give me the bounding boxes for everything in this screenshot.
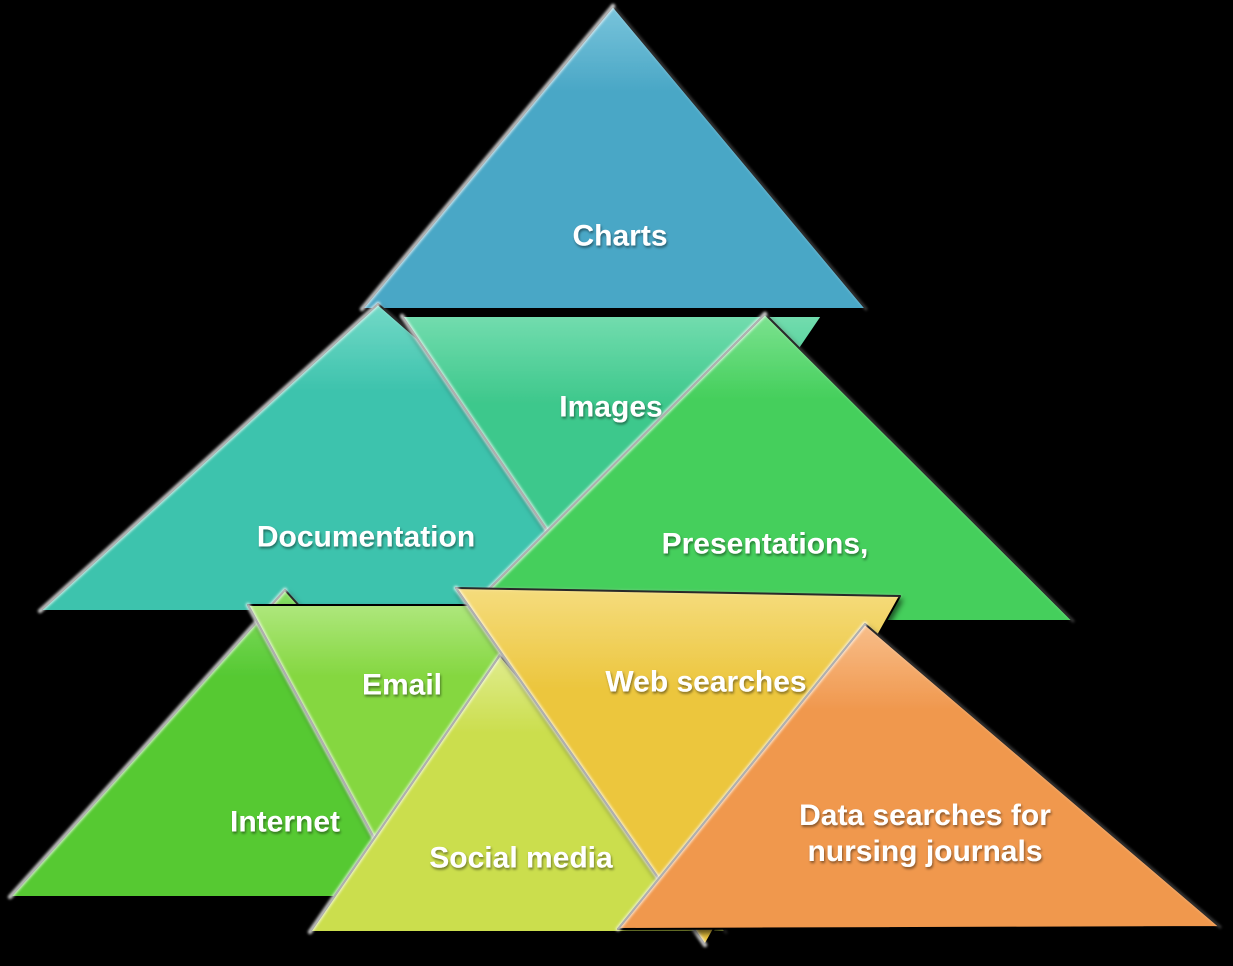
label-social_media: Social media <box>429 842 613 875</box>
label-presentations: Presentations, <box>662 528 869 561</box>
gloss-edge-charts <box>611 4 868 311</box>
gloss-edge-data_searches <box>863 622 1222 929</box>
gloss-edge-social_media <box>307 652 503 935</box>
label-line-data_searches-1: nursing journals <box>807 835 1042 868</box>
gloss-edge-internet <box>7 587 288 900</box>
gloss-edge-documentation <box>37 301 381 614</box>
triangle-group-charts: Charts <box>359 3 868 312</box>
gloss-edge-data_searches <box>615 621 868 932</box>
label-images: Images <box>559 391 662 424</box>
label-web_searches: Web searches <box>605 666 806 699</box>
label-email: Email <box>362 669 442 702</box>
triangle-charts <box>361 5 867 310</box>
gloss-edge-presentations <box>454 311 768 624</box>
label-internet: Internet <box>230 806 340 839</box>
label-documentation: Documentation <box>257 521 475 554</box>
gloss-edge-charts <box>359 3 616 312</box>
label-line-data_searches-0: Data searches for <box>799 799 1051 832</box>
gloss-edge-email <box>245 602 388 861</box>
gloss-edge-presentations <box>763 312 1075 623</box>
gloss-edge-web_searches <box>454 586 902 598</box>
triangle-group-email: Email <box>245 602 547 861</box>
label-charts: Charts <box>572 220 667 253</box>
